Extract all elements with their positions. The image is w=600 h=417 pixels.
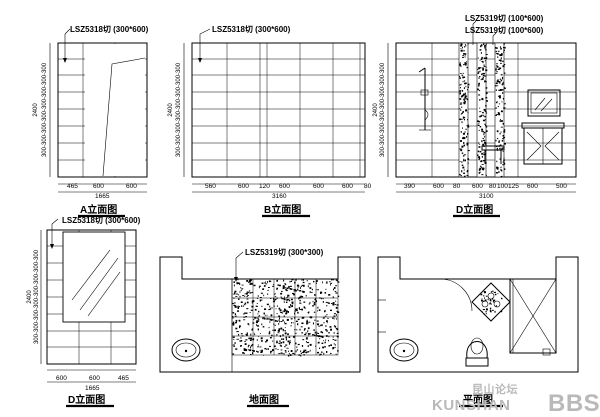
dim-c-5: 80	[489, 183, 497, 190]
toilet	[465, 337, 489, 367]
washbasin-floor	[171, 338, 201, 362]
tile-label-floor: LSZ5319切 (300*300)	[245, 247, 324, 257]
elevation-b-frame	[191, 42, 366, 178]
plan-view: 平面图	[377, 256, 579, 408]
title-d: D立面图	[68, 393, 105, 406]
door-swing	[439, 278, 473, 312]
elevation-a: LSZ5318切 (300*600) 300-300-300-300-300-3…	[33, 24, 149, 218]
title-plan: 平面图	[463, 394, 493, 406]
total-dim-d: 1665	[85, 385, 100, 392]
floor-plan: LSZ5319切 (300*300) 地面图	[159, 247, 361, 408]
height-dim-a: 300-300-300-300-300-300-300-300	[42, 62, 48, 157]
title-c: D立面图	[456, 203, 493, 216]
dim-a-3: 600	[126, 183, 137, 190]
elevation-a-frame	[57, 42, 148, 178]
dim-a-2: 600	[93, 183, 104, 190]
dim-b-5: 600	[313, 183, 324, 190]
dim-b-7: 80	[364, 183, 372, 190]
tile-label-c2: LSZ5319切 (100*600)	[465, 25, 544, 35]
floor-outline	[159, 256, 361, 373]
dim-b-2: 600	[238, 183, 249, 190]
vanity-cabinet	[521, 122, 565, 165]
watermark-cn: 昆山论坛	[472, 382, 518, 396]
height-dim-b: 300-300-300-300-300-300-300-300	[176, 62, 182, 157]
shower-enclosure	[509, 278, 557, 354]
dim-c-6: 100	[497, 183, 508, 190]
dim-b-4: 600	[279, 183, 290, 190]
total-dim-c: 3100	[479, 193, 494, 200]
tile-label-d: LSZ5318切 (300*600)	[62, 215, 141, 225]
total-dim-b: 3160	[272, 193, 287, 200]
total-dim-a: 1665	[95, 193, 110, 200]
dim-c-3: 80	[453, 183, 461, 190]
dim-d-2: 600	[89, 375, 100, 382]
washbasin-plan	[389, 338, 419, 362]
floor-speckle	[232, 279, 340, 357]
tile-label-b: LSZ5318切 (300*600)	[212, 24, 291, 34]
watermark-bbs: BBS	[548, 390, 600, 417]
height-dim-d: 300-300-300-300-300-300-300-300	[34, 249, 40, 344]
dim-c-1: 390	[404, 183, 415, 190]
dim-c-2: 600	[433, 183, 444, 190]
dim-c-9: 500	[556, 183, 567, 190]
mirror-outline	[102, 57, 146, 177]
watermark: 昆山论坛 KUNSHAN BBS	[432, 382, 600, 417]
shower-fixture	[418, 67, 431, 131]
mirror-d	[62, 231, 126, 323]
total-height-d: 2400	[27, 290, 33, 304]
elevation-d: LSZ5318切 (300*600) 300-300-300-300-300-3…	[27, 215, 141, 408]
dim-b-6: 600	[342, 183, 353, 190]
corner-shelf	[471, 282, 511, 322]
elevation-b: LSZ5318切 (300*600) 300-300-300-300-300-3…	[168, 24, 372, 218]
mirror	[527, 89, 561, 117]
title-b: B立面图	[264, 203, 301, 216]
tile-label-a: LSZ5318切 (300*600)	[70, 24, 149, 34]
watermark-en: KUNSHAN	[432, 397, 511, 414]
mosaic-strips	[458, 42, 506, 178]
title-a: A立面图	[80, 203, 117, 216]
dim-d-1: 600	[56, 375, 67, 382]
total-height-b: 2400	[168, 103, 174, 117]
dim-c-4: 600	[472, 183, 483, 190]
elevation-c: LSZ5319切 (100*600) LSZ5319切 (100*600) 30…	[373, 13, 577, 218]
dim-b-3: 120	[259, 183, 270, 190]
shower-bench	[481, 145, 505, 164]
total-height-a: 2400	[33, 103, 39, 117]
tile-label-c1: LSZ5319切 (100*600)	[465, 13, 544, 23]
dim-c-7: 125	[508, 183, 519, 190]
dim-d-3: 465	[118, 375, 129, 382]
dim-b-1: 560	[205, 183, 216, 190]
total-height-c: 2400	[373, 103, 379, 117]
plan-outline	[377, 256, 579, 373]
dim-a-1: 465	[67, 183, 78, 190]
dim-c-8: 600	[527, 183, 538, 190]
title-floor: 地面图	[249, 393, 279, 406]
height-dim-c: 300-300-300-300-300-300-300-300	[380, 62, 386, 157]
elevation-b-grid	[192, 43, 365, 177]
